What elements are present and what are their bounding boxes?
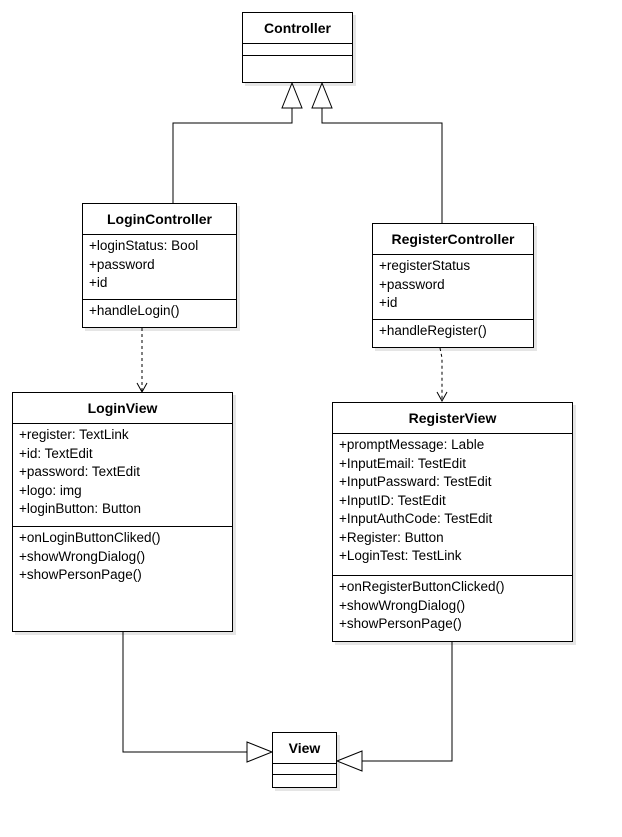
attribute: +InputID: TestEdit — [339, 492, 446, 508]
class-register-controller-methods: +handleRegister() — [373, 320, 533, 343]
attribute: +loginStatus: Bool — [89, 238, 199, 253]
method: +showWrongDialog() — [19, 548, 146, 564]
class-register-view-attributes: +promptMessage: Lable +InputEmail: TestE… — [333, 434, 572, 576]
class-register-controller[interactable]: RegisterController +registerStatus +pass… — [372, 223, 534, 348]
method: +handleRegister() — [379, 323, 487, 338]
attribute: +InputEmail: TestEdit — [339, 455, 466, 471]
method: +showPersonPage() — [19, 567, 142, 582]
generalization-line-registerview-view — [362, 642, 453, 762]
attribute: +loginButton: Button — [19, 501, 141, 516]
class-login-view-attributes: +register: TextLink +id: TextEdit +passw… — [13, 424, 232, 527]
generalization-arrowhead-registercontroller — [311, 81, 333, 109]
attribute: +InputAuthCode: TestEdit — [339, 511, 493, 526]
class-view[interactable]: View — [272, 732, 337, 788]
dependency-line-registercontroller-registerview — [439, 347, 443, 400]
class-controller-name: Controller — [243, 13, 352, 44]
class-controller[interactable]: Controller — [242, 12, 353, 83]
class-register-controller-attributes: +registerStatus +password +id — [373, 255, 533, 320]
class-register-controller-name: RegisterController — [373, 224, 533, 255]
class-view-methods — [273, 775, 336, 787]
class-controller-attributes — [243, 44, 352, 56]
method: +onRegisterButtonClicked() — [339, 579, 505, 594]
class-login-view-methods: +onLoginButtonCliked() +showWrongDialog(… — [13, 527, 232, 587]
attribute: +promptMessage: Lable — [339, 437, 485, 452]
method: +showWrongDialog() — [339, 597, 466, 613]
attribute: +register: TextLink — [19, 427, 129, 442]
class-login-view[interactable]: LoginView +register: TextLink +id: TextE… — [12, 392, 233, 632]
class-view-attributes — [273, 764, 336, 775]
class-register-view[interactable]: RegisterView +promptMessage: Lable +Inpu… — [332, 402, 573, 642]
class-view-name: View — [273, 733, 336, 764]
class-controller-methods — [243, 56, 352, 82]
method: +onLoginButtonCliked() — [19, 530, 161, 545]
generalization-arrowhead-registerview — [335, 750, 363, 772]
class-login-controller-name: LoginController — [83, 204, 236, 235]
attribute: +password — [379, 276, 445, 292]
attribute: +Register: Button — [339, 529, 444, 545]
attribute: +logo: img — [19, 482, 82, 498]
method: +showPersonPage() — [339, 616, 462, 631]
class-login-view-name: LoginView — [13, 393, 232, 424]
generalization-arrowhead-loginview — [246, 741, 274, 763]
attribute: +id — [379, 295, 398, 310]
attribute: +id — [89, 275, 108, 290]
dependency-arrowhead-registerview — [436, 391, 448, 403]
attribute: +LoginTest: TestLink — [339, 548, 462, 563]
attribute: +InputPassward: TestEdit — [339, 474, 492, 489]
generalization-arrowhead-logincontroller — [281, 81, 303, 109]
attribute: +password: TextEdit — [19, 464, 140, 479]
attribute: +id: TextEdit — [19, 445, 93, 461]
attribute: +registerStatus — [379, 258, 471, 273]
generalization-line-logincontroller-controller — [172, 108, 293, 203]
class-login-controller-attributes: +loginStatus: Bool +password +id — [83, 235, 236, 300]
class-login-controller-methods: +handleLogin() — [83, 300, 236, 323]
class-register-view-methods: +onRegisterButtonClicked() +showWrongDia… — [333, 576, 572, 636]
attribute: +password — [89, 256, 155, 272]
class-login-controller[interactable]: LoginController +loginStatus: Bool +pass… — [82, 203, 237, 328]
generalization-line-registercontroller-controller — [321, 108, 443, 223]
method: +handleLogin() — [89, 303, 180, 318]
class-register-view-name: RegisterView — [333, 403, 572, 434]
generalization-line-loginview-view — [122, 632, 247, 753]
